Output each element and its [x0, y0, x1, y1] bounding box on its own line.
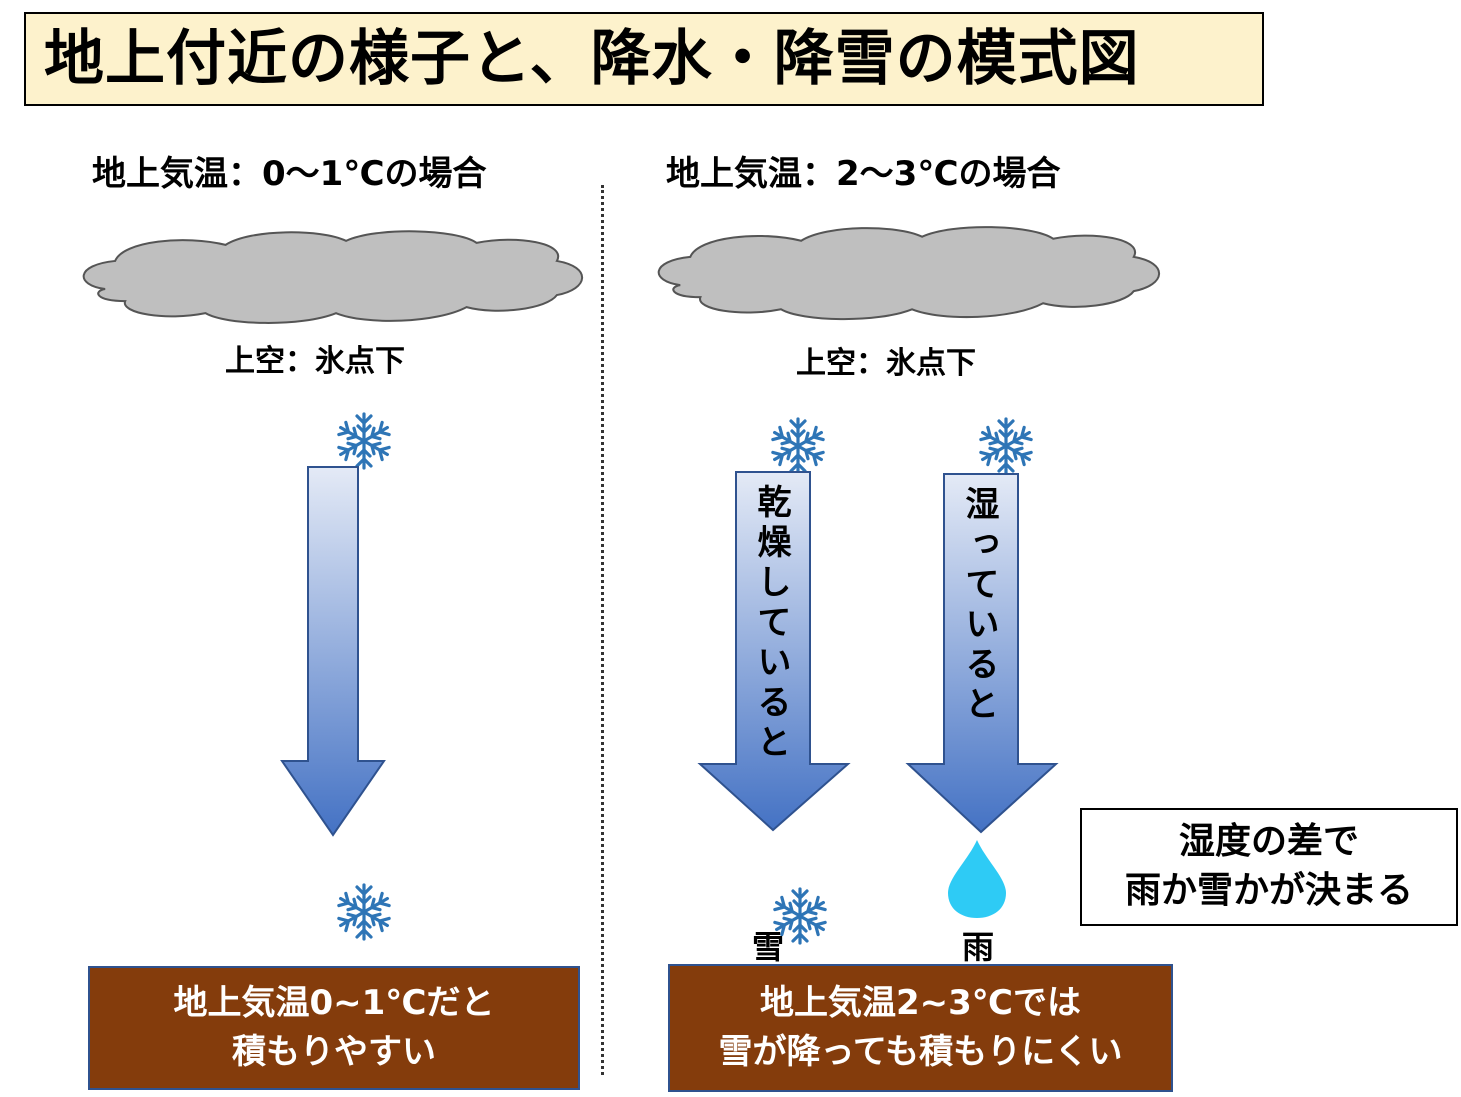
down-arrow-icon [905, 473, 1059, 834]
left-result-box: 地上気温0~1℃だと 積もりやすい [88, 966, 580, 1090]
raindrop-icon [948, 840, 1006, 918]
snowflake-icon [304, 852, 364, 912]
section-divider [601, 185, 604, 1075]
snowflake-icon [946, 386, 1006, 446]
page-title: 地上付近の様子と、降水・降雪の模式図 [24, 12, 1264, 106]
snow-label: 雪 [752, 928, 785, 966]
dry-arrow-text: 乾燥していると [751, 484, 791, 764]
left-heading: 地上気温：0～1℃の場合 [92, 154, 487, 194]
left-upper-air-label: 上空：氷点下 [225, 344, 405, 379]
right-upper-air-label: 上空：氷点下 [796, 346, 976, 381]
right-heading: 地上気温：2～3℃の場合 [666, 154, 1061, 194]
left-result-line2: 積もりやすい [232, 1032, 436, 1072]
left-result-line1: 地上気温0~1℃だと [173, 982, 495, 1023]
snowflake-icon [738, 386, 798, 446]
cloud-icon [650, 220, 1164, 326]
right-result-line1: 地上気温2~3℃では [760, 982, 1081, 1023]
note-line2: 雨か雪かが決まる [1124, 870, 1413, 911]
down-arrow-icon [697, 471, 851, 832]
cloud-icon [75, 225, 587, 329]
snowflake-icon [304, 381, 364, 441]
note-line1: 湿度の差で [1178, 821, 1359, 863]
down-arrow-icon [280, 466, 386, 837]
wet-arrow-text: 湿っていると [959, 486, 999, 726]
right-result-box: 地上気温2~3℃では 雪が降っても積もりにくい [668, 964, 1173, 1092]
right-result-line2: 雪が降っても積もりにくい [718, 1032, 1123, 1072]
rain-label: 雨 [962, 928, 995, 966]
humidity-note-box: 湿度の差で 雨か雪かが決まる [1080, 808, 1458, 926]
snowflake-icon [740, 856, 800, 916]
